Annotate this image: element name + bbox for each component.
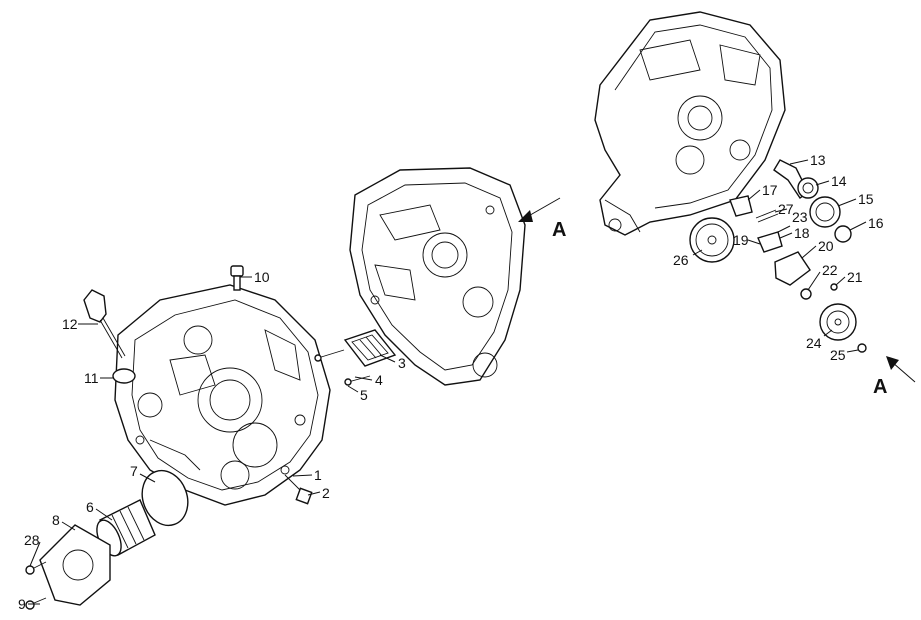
callout-26: 26 <box>673 252 689 268</box>
gasket-7 <box>141 469 189 527</box>
part-19 <box>757 231 783 253</box>
plug-10 <box>230 265 244 291</box>
callout-6: 6 <box>86 499 94 515</box>
callout-22: 22 <box>822 262 838 278</box>
gear-24 <box>819 303 857 341</box>
right-crankcase <box>594 11 786 236</box>
view-label-a-right: A <box>873 376 887 398</box>
ring-25 <box>857 343 867 353</box>
callout-21: 21 <box>847 269 863 285</box>
screen-bolts <box>314 349 371 386</box>
callout-18: 18 <box>794 225 810 241</box>
callout-3: 3 <box>398 355 406 371</box>
pin-27 <box>755 209 779 223</box>
callout-10: 10 <box>254 269 270 285</box>
callout-14: 14 <box>831 173 847 189</box>
gear-15 <box>809 196 841 228</box>
o-ring-11 <box>112 368 136 384</box>
drain-plug <box>284 474 313 505</box>
callout-2: 2 <box>322 485 330 501</box>
leader-lines <box>28 159 867 605</box>
callout-4: 4 <box>375 372 383 388</box>
callout-25: 25 <box>830 347 846 363</box>
callout-1: 1 <box>314 467 322 483</box>
oil-screen <box>343 329 397 367</box>
cover-bolts <box>25 561 47 610</box>
callout-7: 7 <box>130 463 138 479</box>
callout-5: 5 <box>360 387 368 403</box>
left-crankcase <box>114 284 331 506</box>
washer-16 <box>834 225 852 243</box>
dipstick <box>83 289 126 359</box>
callout-17: 17 <box>762 182 778 198</box>
view-arrow-a-right <box>886 356 916 383</box>
washer-22 <box>800 288 812 300</box>
callout-27: 27 <box>778 201 794 217</box>
nut-21 <box>830 283 838 291</box>
callout-labels: 1 2 3 4 5 6 7 8 9 10 11 12 13 14 15 16 1… <box>18 152 884 612</box>
callout-16: 16 <box>868 215 884 231</box>
filter-cover <box>39 524 111 606</box>
callout-23: 23 <box>792 209 808 225</box>
callout-8: 8 <box>52 512 60 528</box>
callout-28: 28 <box>24 532 40 548</box>
callout-12: 12 <box>62 316 78 332</box>
oil-filter <box>96 499 156 557</box>
middle-crankcase <box>349 167 526 386</box>
pump-20 <box>774 251 811 286</box>
gear-26 <box>689 217 735 263</box>
part-17 <box>729 195 753 217</box>
callout-9: 9 <box>18 596 26 612</box>
view-label-a-middle: A <box>552 219 566 241</box>
callout-20: 20 <box>818 238 834 254</box>
callout-24: 24 <box>806 335 822 351</box>
view-arrow-a-middle <box>518 197 561 222</box>
gear-14 <box>797 177 819 199</box>
callout-13: 13 <box>810 152 826 168</box>
callout-15: 15 <box>858 191 874 207</box>
callout-11: 11 <box>84 370 99 386</box>
callout-19: 19 <box>733 232 749 248</box>
